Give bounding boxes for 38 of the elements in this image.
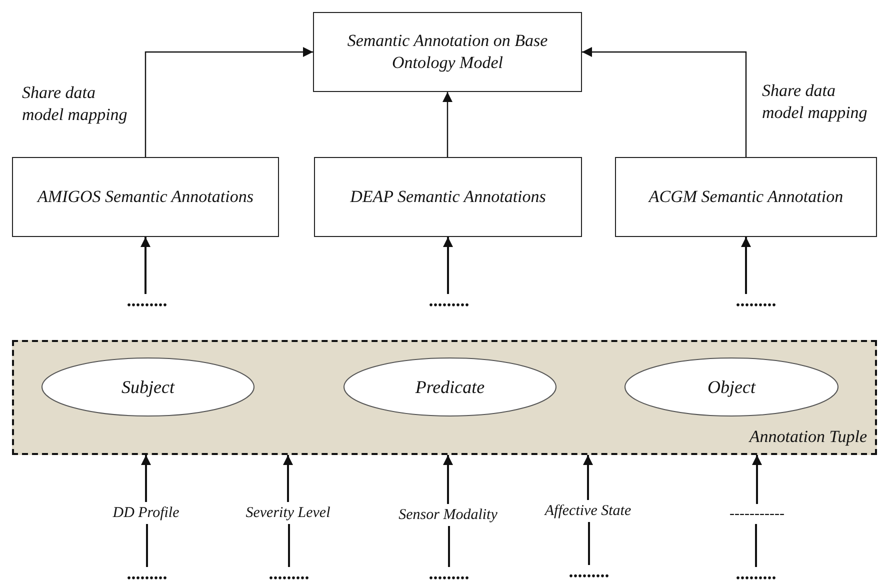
ellipsis-text: .........: [736, 568, 776, 578]
ellipsis-text: .........: [568, 566, 610, 576]
ellipsis-text: .........: [428, 295, 470, 305]
input-label: Severity Level: [246, 504, 330, 522]
ellipsis-text: .........: [428, 568, 470, 578]
process-box: DEAP Semantic Annotations: [314, 157, 582, 237]
connector-line: [448, 526, 450, 567]
arrow: [443, 237, 453, 294]
arrow: [442, 92, 452, 157]
arrow: [443, 455, 453, 504]
arrow: [583, 455, 593, 500]
process-box: ACGM Semantic Annotation: [615, 157, 877, 237]
input-label: Affective State: [544, 502, 632, 520]
ellipsis-text: .........: [126, 568, 168, 578]
arrow: [144, 47, 313, 157]
band-title: Annotation Tuple: [749, 427, 867, 447]
connector-line: [755, 524, 757, 567]
arrow: [283, 455, 293, 502]
input-label: Sensor Modality: [398, 506, 498, 524]
input-label: -----------: [730, 506, 784, 522]
node-label: Predicate: [415, 376, 485, 398]
node-label: Subject: [122, 376, 174, 398]
arrow: [582, 47, 747, 157]
process-box: Semantic Annotation on Base Ontology Model: [313, 12, 582, 92]
input-label: DD Profile: [112, 504, 180, 522]
annotation-band: [12, 340, 877, 455]
process-box: AMIGOS Semantic Annotations: [12, 157, 279, 237]
connector-line: [288, 524, 290, 567]
arrow: [752, 455, 762, 504]
arrow: [140, 237, 150, 294]
connector-line: [146, 524, 148, 567]
ellipsis-text: .........: [126, 295, 168, 305]
arrow: [741, 237, 751, 294]
connector-line: [588, 522, 590, 565]
ellipsis-text: .........: [736, 295, 776, 305]
ellipsis-text: .........: [268, 568, 310, 578]
node-label: Object: [708, 376, 756, 398]
arrow: [141, 455, 151, 502]
